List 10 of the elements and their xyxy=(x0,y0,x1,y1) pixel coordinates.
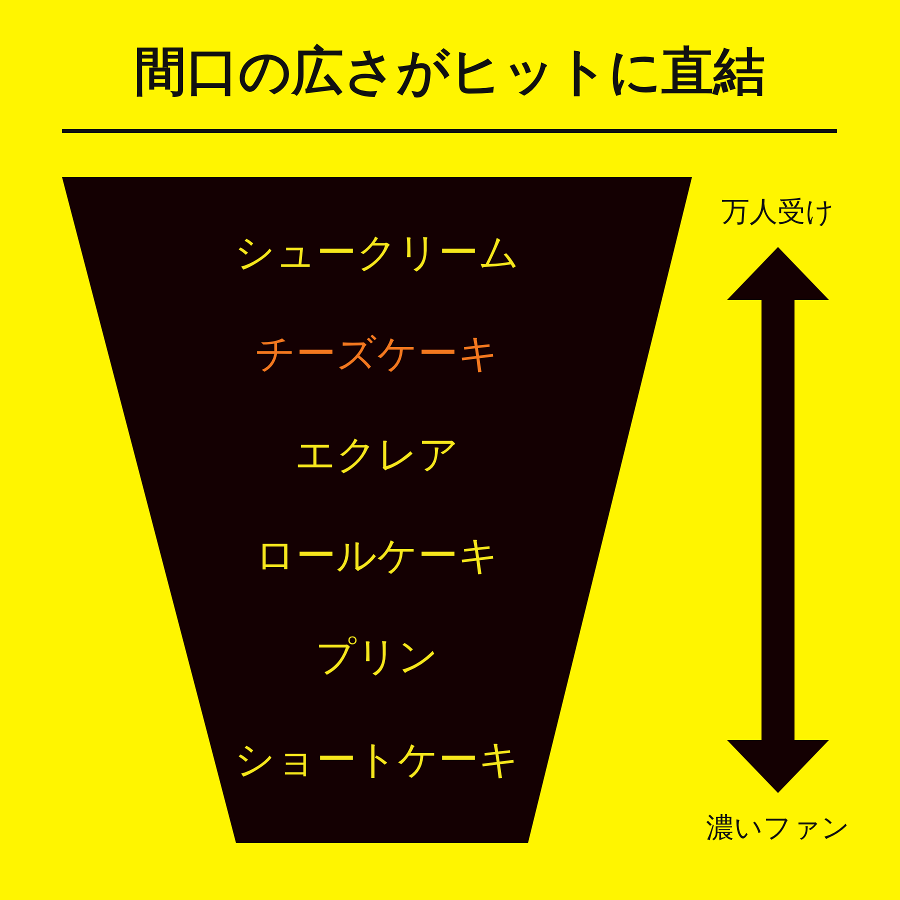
funnel-label: ロールケーキ xyxy=(255,532,499,580)
funnel-label: エクレア xyxy=(295,431,459,479)
funnel-label: シュークリーム xyxy=(234,229,520,277)
funnel-label: ショートケーキ xyxy=(234,736,520,784)
double-arrow xyxy=(727,247,829,793)
scale-label: 濃いファン xyxy=(706,811,850,845)
funnel-label: チーズケーキ xyxy=(255,330,499,378)
scale-label: 万人受け xyxy=(722,195,834,229)
funnel-label: プリン xyxy=(316,633,438,681)
title: 間口の広さがヒットに直結 xyxy=(134,41,766,103)
